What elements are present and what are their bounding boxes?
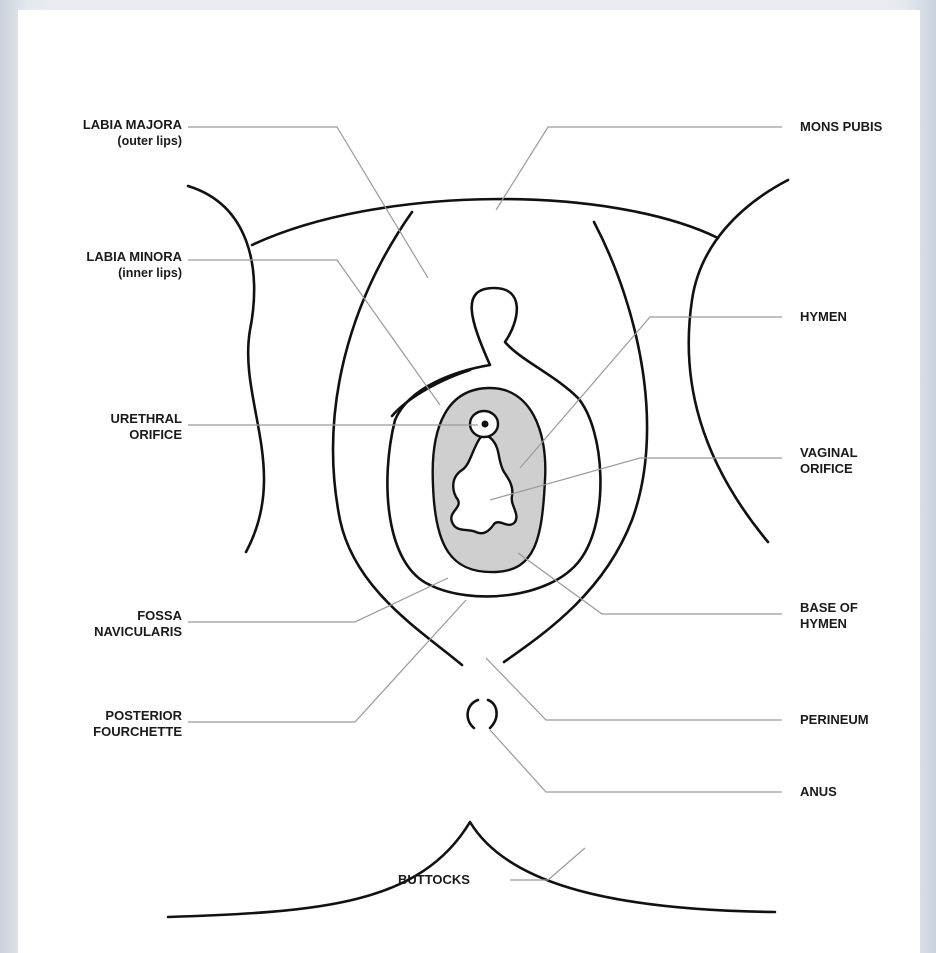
leader-posterior-fourchette (188, 600, 466, 722)
label-hymen: HYMEN (800, 309, 847, 325)
leader-labia-minora (188, 260, 440, 405)
label-line: HYMEN (800, 616, 858, 632)
label-vaginal-orifice: VAGINAL ORIFICE (800, 445, 858, 477)
label-anus: ANUS (800, 784, 837, 800)
label-line: FOURCHETTE (30, 724, 182, 740)
label-line: BASE OF (800, 600, 858, 616)
label-line: POSTERIOR (30, 708, 182, 724)
leader-fossa-navicularis (188, 578, 448, 622)
label-labia-majora: LABIA MAJORA (outer lips) (30, 117, 182, 149)
anus-outline (468, 700, 497, 728)
label-line: LABIA MINORA (30, 249, 182, 265)
label-line: HYMEN (800, 309, 847, 325)
leader-anus (490, 730, 782, 792)
label-buttocks: BUTTOCKS (398, 872, 470, 888)
label-posterior-fourchette: POSTERIOR FOURCHETTE (30, 708, 182, 740)
label-line: NAVICULARIS (30, 624, 182, 640)
label-labia-minora: LABIA MINORA (inner lips) (30, 249, 182, 281)
label-line: ORIFICE (800, 461, 858, 477)
label-line: URETHRAL (30, 411, 182, 427)
leader-labia-majora (188, 127, 428, 278)
buttocks-outline (168, 822, 775, 917)
leader-hymen (520, 317, 782, 468)
label-base-of-hymen: BASE OF HYMEN (800, 600, 858, 632)
leader-base-of-hymen (518, 553, 782, 614)
label-line: PERINEUM (800, 712, 869, 728)
label-line: (inner lips) (30, 265, 182, 281)
mons-pubis-outline (252, 199, 718, 245)
left-thigh-outline (188, 186, 264, 552)
label-line: (outer lips) (30, 133, 182, 149)
label-line: ANUS (800, 784, 837, 800)
leader-perineum (486, 658, 782, 720)
leader-buttocks (510, 848, 585, 880)
label-fossa-navicularis: FOSSA NAVICULARIS (30, 608, 182, 640)
leader-mons-pubis (496, 127, 782, 210)
right-thigh-outline (689, 180, 788, 542)
label-line: VAGINAL (800, 445, 858, 461)
label-line: FOSSA (30, 608, 182, 624)
label-line: BUTTOCKS (398, 872, 470, 888)
label-line: ORIFICE (30, 427, 182, 443)
urethral-orifice-dot (482, 421, 489, 428)
label-line: MONS PUBIS (800, 119, 882, 135)
label-perineum: PERINEUM (800, 712, 869, 728)
label-urethral-orifice: URETHRAL ORIFICE (30, 411, 182, 443)
label-line: LABIA MAJORA (30, 117, 182, 133)
label-mons-pubis: MONS PUBIS (800, 119, 882, 135)
